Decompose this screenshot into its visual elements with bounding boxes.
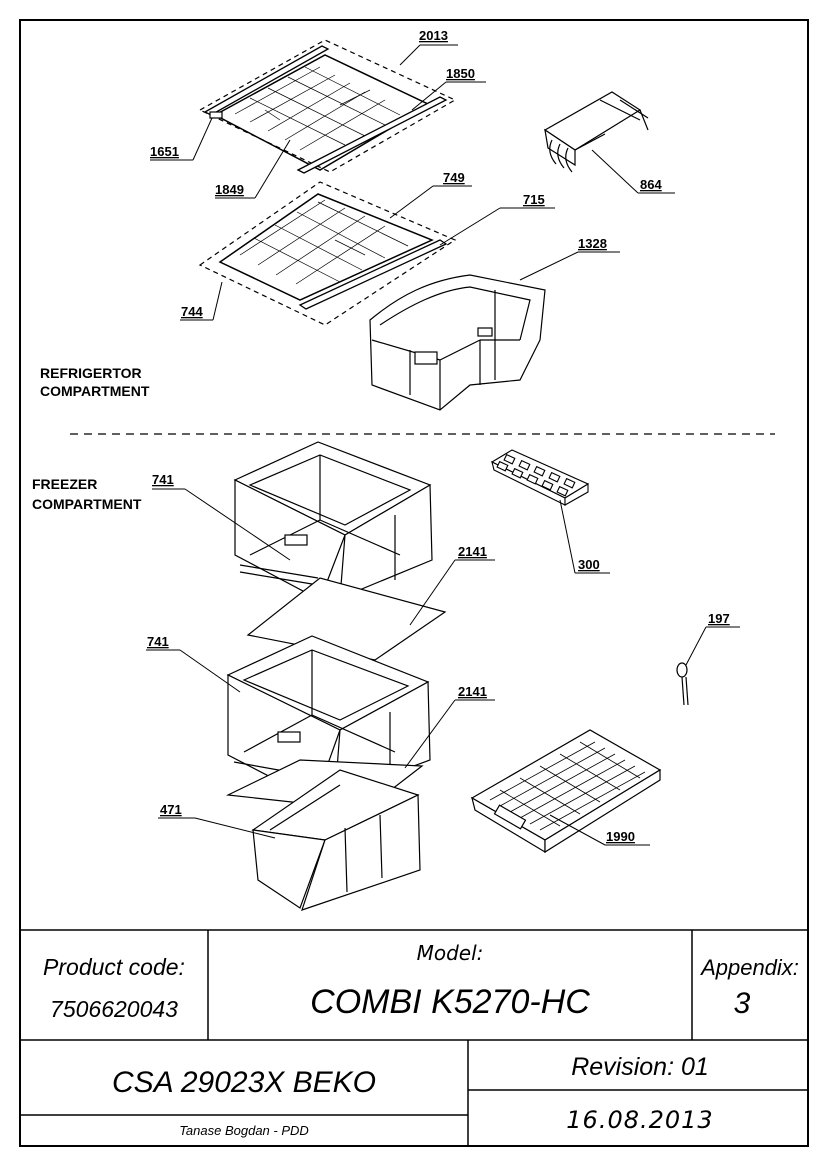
model-label: Model: [417,941,484,965]
appendix-value: 3 [734,987,751,1020]
refrigerator-compartment-label: REFRIGERTOR COMPARTMENT [40,365,150,399]
hook-197 [676,662,689,706]
part-label-197: 197 [708,611,730,626]
part-label-749: 749 [443,170,465,185]
callout-864: 864 [591,149,675,194]
callout-2013: 2013 [399,28,458,66]
product-code-value: 7506620043 [50,996,178,1022]
part-label-1651: 1651 [150,144,179,159]
freezer-drawer-471 [251,769,421,911]
callout-749: 749 [389,170,472,219]
part-label-2013: 2013 [419,28,448,43]
callout-741-upper: 741 [152,472,291,561]
callout-2141-upper: 2141 [409,544,495,626]
appendix-label: Appendix: [699,955,799,980]
part-label-1328: 1328 [578,236,607,251]
callout-1990: 1990 [549,814,650,846]
model-value: COMBI K5270-HC [310,983,590,1021]
part-label-1849: 1849 [215,182,244,197]
csa-code: CSA 29023X BEKO [112,1066,376,1099]
product-code-label: Product code: [43,954,185,980]
part-label-471: 471 [160,802,182,817]
callout-2141-lower: 2141 [404,684,495,769]
freezer-tray-1990 [470,729,662,854]
shelf-assembly-744 [198,181,457,326]
part-label-864: 864 [640,177,662,192]
callout-715: 715 [439,192,555,246]
part-label-1850: 1850 [446,66,475,81]
callout-1849: 1849 [215,139,291,199]
callout-471: 471 [158,802,276,839]
part-label-1990: 1990 [606,829,635,844]
freezer-compartment-label: FREEZER COMPARTMENT [32,476,142,512]
drawing-frame [19,19,809,1147]
crisper-drawer-1328 [369,274,546,411]
part-label-741-upper: 741 [152,472,174,487]
callout-1651: 1651 [150,117,213,161]
callout-300: 300 [559,499,610,574]
divider-sheet-2141-upper [246,577,447,661]
part-label-744: 744 [181,304,203,319]
callout-741-lower: 741 [146,634,241,693]
egg-holder-864 [543,91,649,173]
date-value: 16.08.2013 [566,1106,713,1134]
freezer-drawer-741-upper [233,441,433,601]
callout-1328: 1328 [519,236,620,281]
callout-197: 197 [685,611,740,666]
revision-label: Revision: 01 [571,1053,709,1081]
shelf-assembly-2013 [198,39,457,174]
part-label-741-lower: 741 [147,634,169,649]
callout-1850: 1850 [411,66,486,111]
part-label-715: 715 [523,192,545,207]
part-label-2141-upper: 2141 [458,544,487,559]
callout-744: 744 [180,281,223,321]
author-label: Tanase Bogdan - PDD [179,1123,309,1138]
ice-tray-300 [490,449,590,506]
title-block [20,929,808,1146]
part-label-2141-lower: 2141 [458,684,487,699]
part-label-300: 300 [578,557,600,572]
